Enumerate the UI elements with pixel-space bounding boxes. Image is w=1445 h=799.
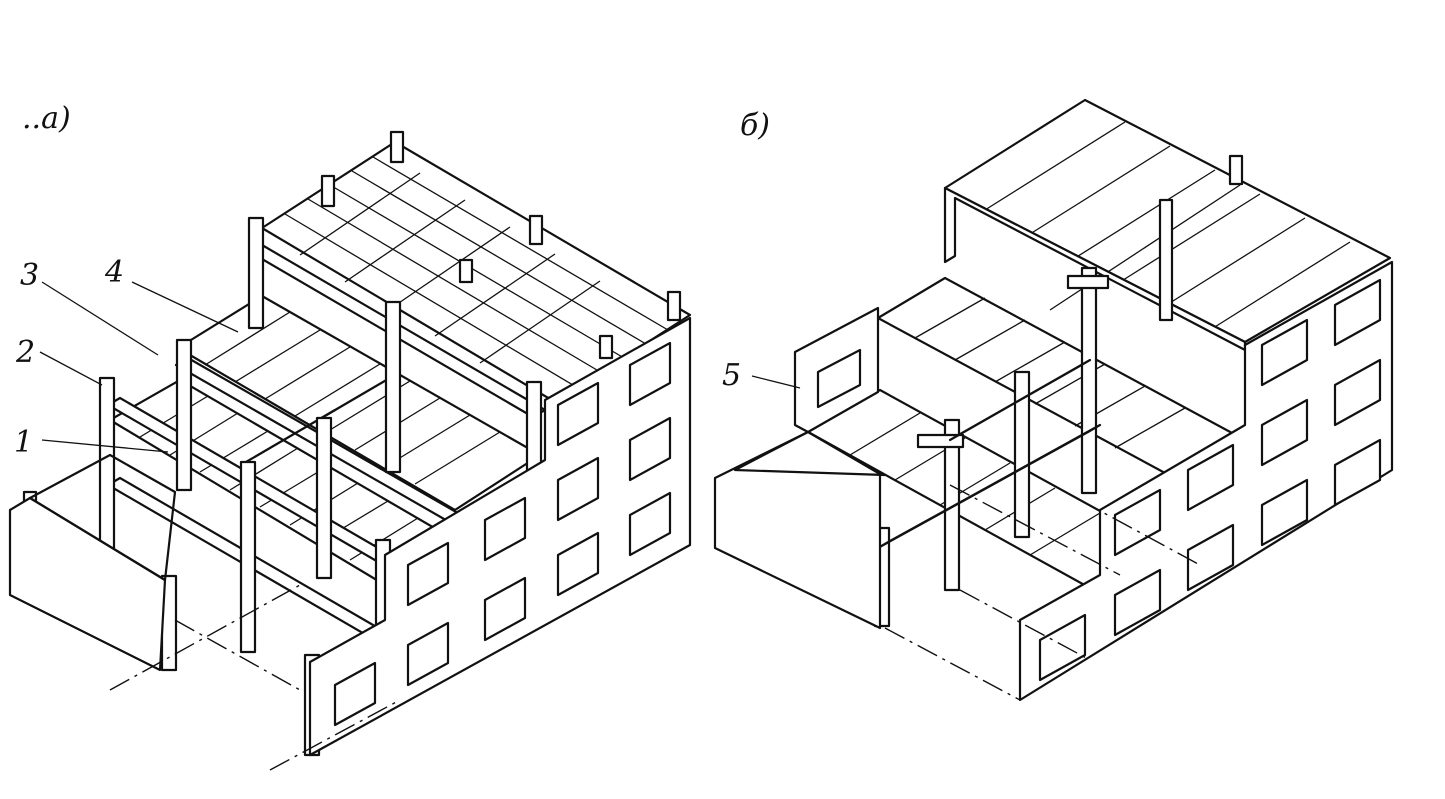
panel-a-facade-windows: [333, 341, 672, 727]
panel-b-middle-slab-ribs: [914, 297, 1186, 449]
callout-2: 2: [15, 335, 35, 370]
callout-5: 5: [722, 358, 741, 393]
panel-b-label: б): [740, 108, 770, 143]
callout-1: 1: [14, 425, 33, 460]
callout-4: 4: [104, 255, 124, 290]
panel-b-building: [713, 98, 1394, 702]
callout-3: 3: [20, 258, 39, 293]
panel-a-callouts: 3 4 2 1 ..a): [14, 101, 239, 460]
panel-a-building: [8, 130, 692, 771]
panel-a-label: ..a): [22, 101, 71, 136]
panel-b-callouts: 5 б): [722, 108, 801, 393]
panel-b-columns: [873, 154, 1244, 628]
panel-a-roof-ribs: [284, 156, 669, 389]
panel-b-facade-windows: [1038, 278, 1382, 682]
